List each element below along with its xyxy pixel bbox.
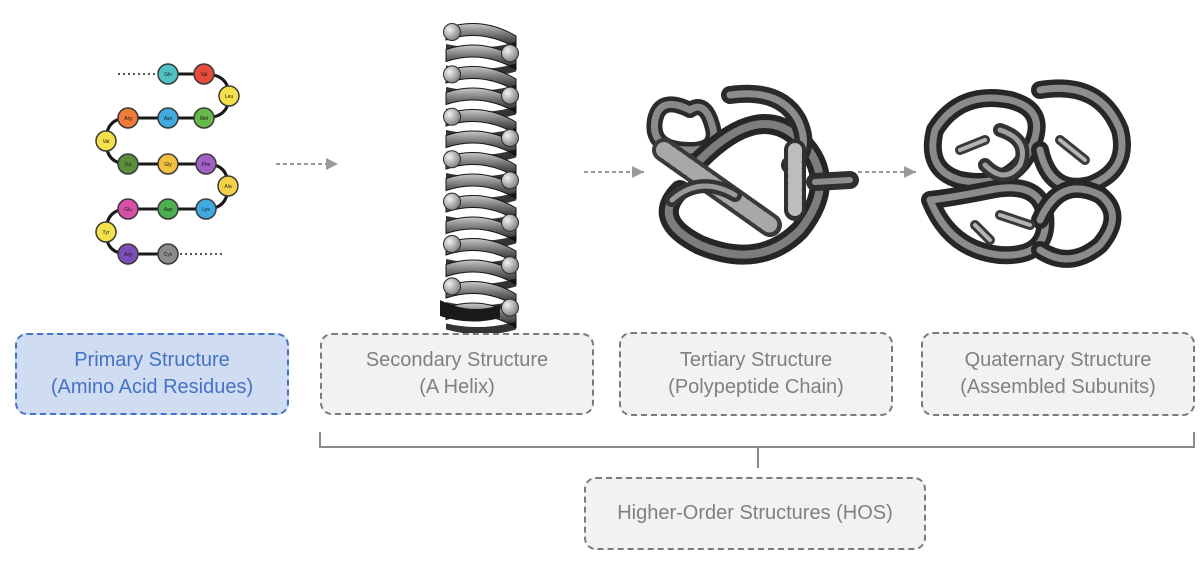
residue-bead (157, 63, 179, 85)
residue-code: Arg (124, 116, 132, 122)
residue-code: Glu (124, 207, 132, 213)
primary-structure-subtitle: (Amino Acid Residues) (50, 376, 254, 398)
alpha-helix-illustration (440, 23, 519, 335)
residue-bead (157, 153, 179, 175)
residue-code: Gly (164, 162, 172, 168)
residue-code: Lys (202, 207, 210, 213)
quaternary-structure-label: Quaternary Structure (Assembled Subunits… (921, 332, 1195, 416)
residue-bead (95, 130, 117, 152)
residue-bead (195, 153, 217, 175)
residue-code: Leu (225, 94, 234, 100)
primary-structure-label: Primary Structure (Amino Acid Residues) (15, 333, 289, 415)
helix-residue-bead (443, 277, 461, 296)
secondary-structure-label: Secondary Structure (A Helix) (320, 333, 594, 415)
residue-code: Val (103, 139, 110, 145)
helix-tail (440, 300, 500, 322)
residue-code: Gln (164, 72, 172, 78)
residue-code: Val (201, 72, 208, 78)
residue-code: Trp (124, 162, 132, 168)
residue-code: Cys (164, 252, 173, 258)
helix-residue-bead (501, 44, 519, 63)
helix-residue-bead (443, 192, 461, 211)
residue-bead (218, 85, 240, 107)
residue-code: Asn (164, 116, 173, 122)
residue-bead (117, 153, 139, 175)
helix-residue-bead (501, 129, 519, 147)
helix-residue-bead (501, 256, 519, 275)
residue-bead (195, 198, 217, 220)
residue-code: Arg (124, 252, 132, 258)
secondary-structure-subtitle: (A Helix) (419, 376, 495, 398)
hos-bracket (319, 432, 1195, 468)
quaternary-structure-subtitle: (Assembled Subunits) (960, 376, 1156, 398)
hos-label-text: Higher-Order Structures (HOS) (617, 502, 893, 524)
residue-bead (117, 107, 139, 129)
residue-code: Asp (164, 207, 173, 213)
tertiary-structure-label: Tertiary Structure (Polypeptide Chain) (619, 332, 893, 416)
quaternary-structure-title: Quaternary Structure (964, 349, 1152, 371)
helix-residue-bead (443, 23, 461, 41)
helix-residue-bead (443, 150, 461, 169)
tertiary-fold-illustration (646, 84, 859, 265)
residue-bead (157, 198, 179, 220)
helix-residue-bead (501, 171, 519, 190)
residue-bead (95, 221, 117, 243)
helix-residue-bead (501, 86, 519, 105)
helix-residue-bead (443, 65, 461, 84)
quaternary-assembly-illustration (921, 79, 1131, 268)
helix-residue-bead (501, 298, 519, 317)
residue-bead (117, 243, 139, 265)
helix-residue-bead (443, 107, 461, 126)
tertiary-structure-subtitle: (Polypeptide Chain) (668, 376, 844, 398)
residue-bead (157, 107, 179, 129)
residue-bead (193, 63, 215, 85)
hos-label: Higher-Order Structures (HOS) (584, 477, 926, 550)
residue-code: Met (200, 116, 209, 122)
residue-code: Phe (202, 162, 211, 168)
tertiary-structure-title: Tertiary Structure (679, 349, 833, 371)
primary-structure-title: Primary Structure (74, 349, 230, 371)
residue-bead (193, 107, 215, 129)
helix-residue-bead (501, 213, 519, 232)
residue-code: Ala (224, 184, 231, 190)
residue-bead (217, 175, 239, 197)
residue-code: Tyr (103, 230, 110, 236)
residue-bead (157, 243, 179, 265)
secondary-structure-title: Secondary Structure (365, 349, 549, 371)
helix-ribbon-back (446, 321, 516, 335)
helix-residue-bead (443, 235, 461, 253)
residue-bead (117, 198, 139, 220)
